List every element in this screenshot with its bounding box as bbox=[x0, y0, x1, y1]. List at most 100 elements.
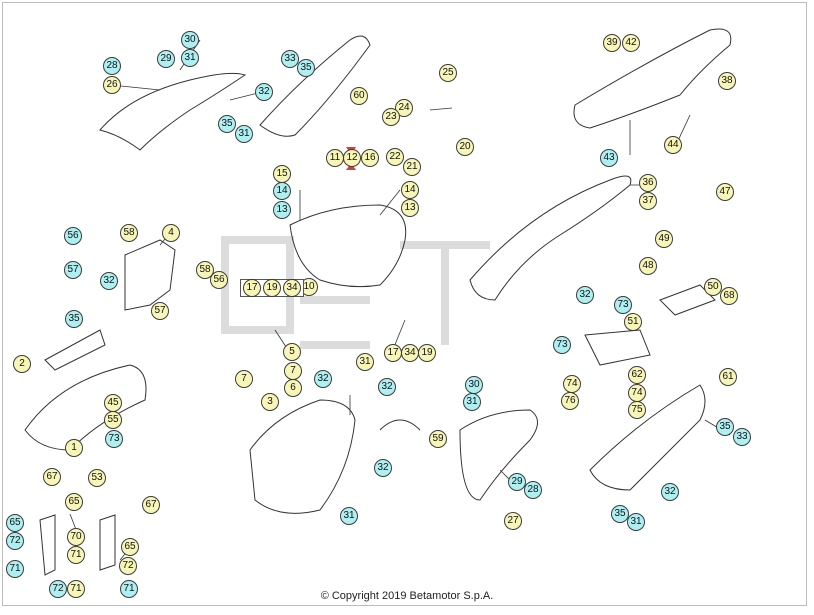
part-callout[interactable]: 29 bbox=[508, 473, 526, 491]
part-callout[interactable]: 71 bbox=[67, 580, 85, 598]
part-callout[interactable]: 76 bbox=[561, 392, 579, 410]
part-callout[interactable]: 44 bbox=[664, 136, 682, 154]
part-callout[interactable]: 31 bbox=[340, 507, 358, 525]
part-callout[interactable]: 4 bbox=[162, 224, 180, 242]
part-callout[interactable]: 32 bbox=[576, 286, 594, 304]
part-callout[interactable]: 30 bbox=[465, 376, 483, 394]
part-callout[interactable]: 57 bbox=[151, 302, 169, 320]
part-callout[interactable]: 14 bbox=[273, 182, 291, 200]
part-callout[interactable]: 32 bbox=[255, 83, 273, 101]
part-callout[interactable]: 58 bbox=[196, 261, 214, 279]
part-callout[interactable]: 35 bbox=[65, 310, 83, 328]
part-callout[interactable]: 73 bbox=[105, 430, 123, 448]
part-callout[interactable]: 67 bbox=[142, 496, 160, 514]
part-callout[interactable]: 56 bbox=[64, 227, 82, 245]
part-callout[interactable]: 61 bbox=[719, 368, 737, 386]
part-callout[interactable]: 2 bbox=[13, 355, 31, 373]
part-callout[interactable]: 42 bbox=[622, 34, 640, 52]
part-callout[interactable]: 32 bbox=[661, 483, 679, 501]
part-callout[interactable]: 45 bbox=[104, 394, 122, 412]
part-callout[interactable]: 73 bbox=[614, 296, 632, 314]
part-callout[interactable]: 7 bbox=[284, 362, 302, 380]
part-callout[interactable]: 32 bbox=[374, 459, 392, 477]
part-callout[interactable]: 28 bbox=[524, 481, 542, 499]
part-callout[interactable]: 62 bbox=[628, 366, 646, 384]
part-callout[interactable]: 71 bbox=[120, 580, 138, 598]
part-callout[interactable]: 57 bbox=[64, 261, 82, 279]
part-callout[interactable]: 32 bbox=[100, 272, 118, 290]
part-callout[interactable]: 65 bbox=[121, 538, 139, 556]
part-callout[interactable]: 56 bbox=[210, 271, 228, 289]
part-callout[interactable]: 23 bbox=[382, 108, 400, 126]
part-callout[interactable]: 39 bbox=[603, 34, 621, 52]
part-callout[interactable]: 12 bbox=[343, 149, 361, 167]
part-callout[interactable]: 14 bbox=[401, 181, 419, 199]
part-callout[interactable]: 15 bbox=[273, 165, 291, 183]
part-callout[interactable]: 73 bbox=[553, 336, 571, 354]
part-callout[interactable]: 34 bbox=[401, 344, 419, 362]
part-callout[interactable]: 48 bbox=[639, 257, 657, 275]
part-callout[interactable]: 33 bbox=[733, 428, 751, 446]
part-callout[interactable]: 30 bbox=[181, 31, 199, 49]
part-callout[interactable]: 22 bbox=[386, 148, 404, 166]
part-callout[interactable]: 49 bbox=[655, 230, 673, 248]
ref-box-callout[interactable]: 17 bbox=[243, 279, 261, 297]
part-callout[interactable]: 60 bbox=[350, 87, 368, 105]
part-callout[interactable]: 19 bbox=[418, 344, 436, 362]
part-callout[interactable]: 53 bbox=[88, 469, 106, 487]
part-callout[interactable]: 13 bbox=[401, 199, 419, 217]
part-callout[interactable]: 1 bbox=[65, 439, 83, 457]
part-callout[interactable]: 43 bbox=[600, 149, 618, 167]
part-callout[interactable]: 67 bbox=[43, 468, 61, 486]
part-callout[interactable]: 71 bbox=[67, 546, 85, 564]
part-callout[interactable]: 71 bbox=[6, 560, 24, 578]
part-callout[interactable]: 25 bbox=[439, 64, 457, 82]
part-callout[interactable]: 24 bbox=[395, 99, 413, 117]
part-callout[interactable]: 26 bbox=[103, 76, 121, 94]
part-callout[interactable]: 16 bbox=[361, 149, 379, 167]
part-callout[interactable]: 17 bbox=[384, 344, 402, 362]
part-callout[interactable]: 31 bbox=[463, 393, 481, 411]
part-callout[interactable]: 70 bbox=[67, 528, 85, 546]
part-callout[interactable]: 32 bbox=[314, 370, 332, 388]
part-callout[interactable]: 55 bbox=[104, 411, 122, 429]
part-callout[interactable]: 33 bbox=[281, 50, 299, 68]
part-callout[interactable]: 58 bbox=[120, 224, 138, 242]
part-callout[interactable]: 72 bbox=[6, 532, 24, 550]
part-callout[interactable]: 38 bbox=[718, 72, 736, 90]
part-callout[interactable]: 65 bbox=[6, 514, 24, 532]
part-callout[interactable]: 7 bbox=[235, 370, 253, 388]
part-callout[interactable]: 13 bbox=[273, 201, 291, 219]
part-callout[interactable]: 68 bbox=[720, 287, 738, 305]
part-callout[interactable]: 35 bbox=[297, 59, 315, 77]
part-callout[interactable]: 31 bbox=[356, 353, 374, 371]
ref-box-callout[interactable]: 34 bbox=[283, 279, 301, 297]
part-callout[interactable]: 72 bbox=[119, 557, 137, 575]
part-callout[interactable]: 3 bbox=[261, 393, 279, 411]
part-callout[interactable]: 59 bbox=[429, 430, 447, 448]
part-callout[interactable]: 11 bbox=[326, 149, 344, 167]
part-callout[interactable]: 31 bbox=[181, 49, 199, 67]
part-callout[interactable]: 35 bbox=[611, 505, 629, 523]
part-callout[interactable]: 37 bbox=[639, 192, 657, 210]
part-callout[interactable]: 50 bbox=[704, 278, 722, 296]
part-callout[interactable]: 31 bbox=[235, 125, 253, 143]
part-callout[interactable]: 74 bbox=[628, 384, 646, 402]
part-callout[interactable]: 20 bbox=[456, 138, 474, 156]
part-callout[interactable]: 31 bbox=[627, 513, 645, 531]
part-callout[interactable]: 65 bbox=[65, 493, 83, 511]
part-callout[interactable]: 28 bbox=[103, 57, 121, 75]
part-callout[interactable]: 47 bbox=[716, 183, 734, 201]
part-callout[interactable]: 36 bbox=[639, 174, 657, 192]
ref-box-callout[interactable]: 19 bbox=[263, 279, 281, 297]
part-callout[interactable]: 35 bbox=[716, 418, 734, 436]
part-callout[interactable]: 5 bbox=[283, 343, 301, 361]
part-callout[interactable]: 6 bbox=[284, 379, 302, 397]
part-callout[interactable]: 29 bbox=[157, 50, 175, 68]
part-callout[interactable]: 74 bbox=[563, 375, 581, 393]
part-callout[interactable]: 35 bbox=[218, 115, 236, 133]
part-callout[interactable]: 32 bbox=[378, 378, 396, 396]
part-callout[interactable]: 21 bbox=[403, 158, 421, 176]
part-callout[interactable]: 27 bbox=[504, 512, 522, 530]
part-callout[interactable]: 72 bbox=[49, 580, 67, 598]
